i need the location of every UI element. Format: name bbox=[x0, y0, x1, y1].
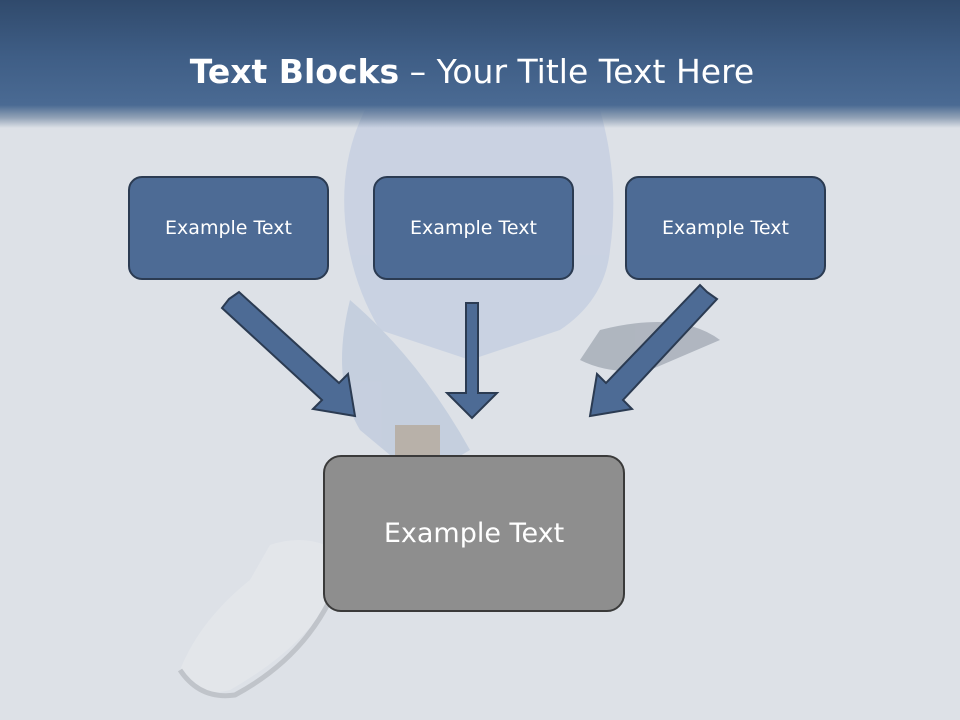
text-block-right-label: Example Text bbox=[662, 217, 789, 239]
title-bold: Text Blocks bbox=[189, 52, 400, 91]
figure-shoe bbox=[180, 540, 330, 693]
text-block-left-label: Example Text bbox=[165, 217, 292, 239]
text-block-left: Example Text bbox=[128, 176, 329, 280]
figure-ankle bbox=[395, 425, 440, 460]
figure-shoe-sole bbox=[177, 598, 333, 699]
arrow-middle bbox=[444, 302, 500, 420]
title-dash: – bbox=[409, 52, 427, 91]
text-block-target: Example Text bbox=[323, 455, 625, 612]
text-block-middle-label: Example Text bbox=[410, 217, 537, 239]
arrow-right bbox=[588, 283, 719, 418]
text-block-target-label: Example Text bbox=[383, 518, 565, 549]
title-rest: Your Title Text Here bbox=[436, 52, 755, 91]
slide-title: Text Blocks – Your Title Text Here bbox=[0, 52, 944, 91]
header-bar bbox=[0, 0, 960, 128]
text-block-middle: Example Text bbox=[373, 176, 574, 280]
text-block-right: Example Text bbox=[625, 176, 826, 280]
arrow-left bbox=[220, 290, 357, 418]
